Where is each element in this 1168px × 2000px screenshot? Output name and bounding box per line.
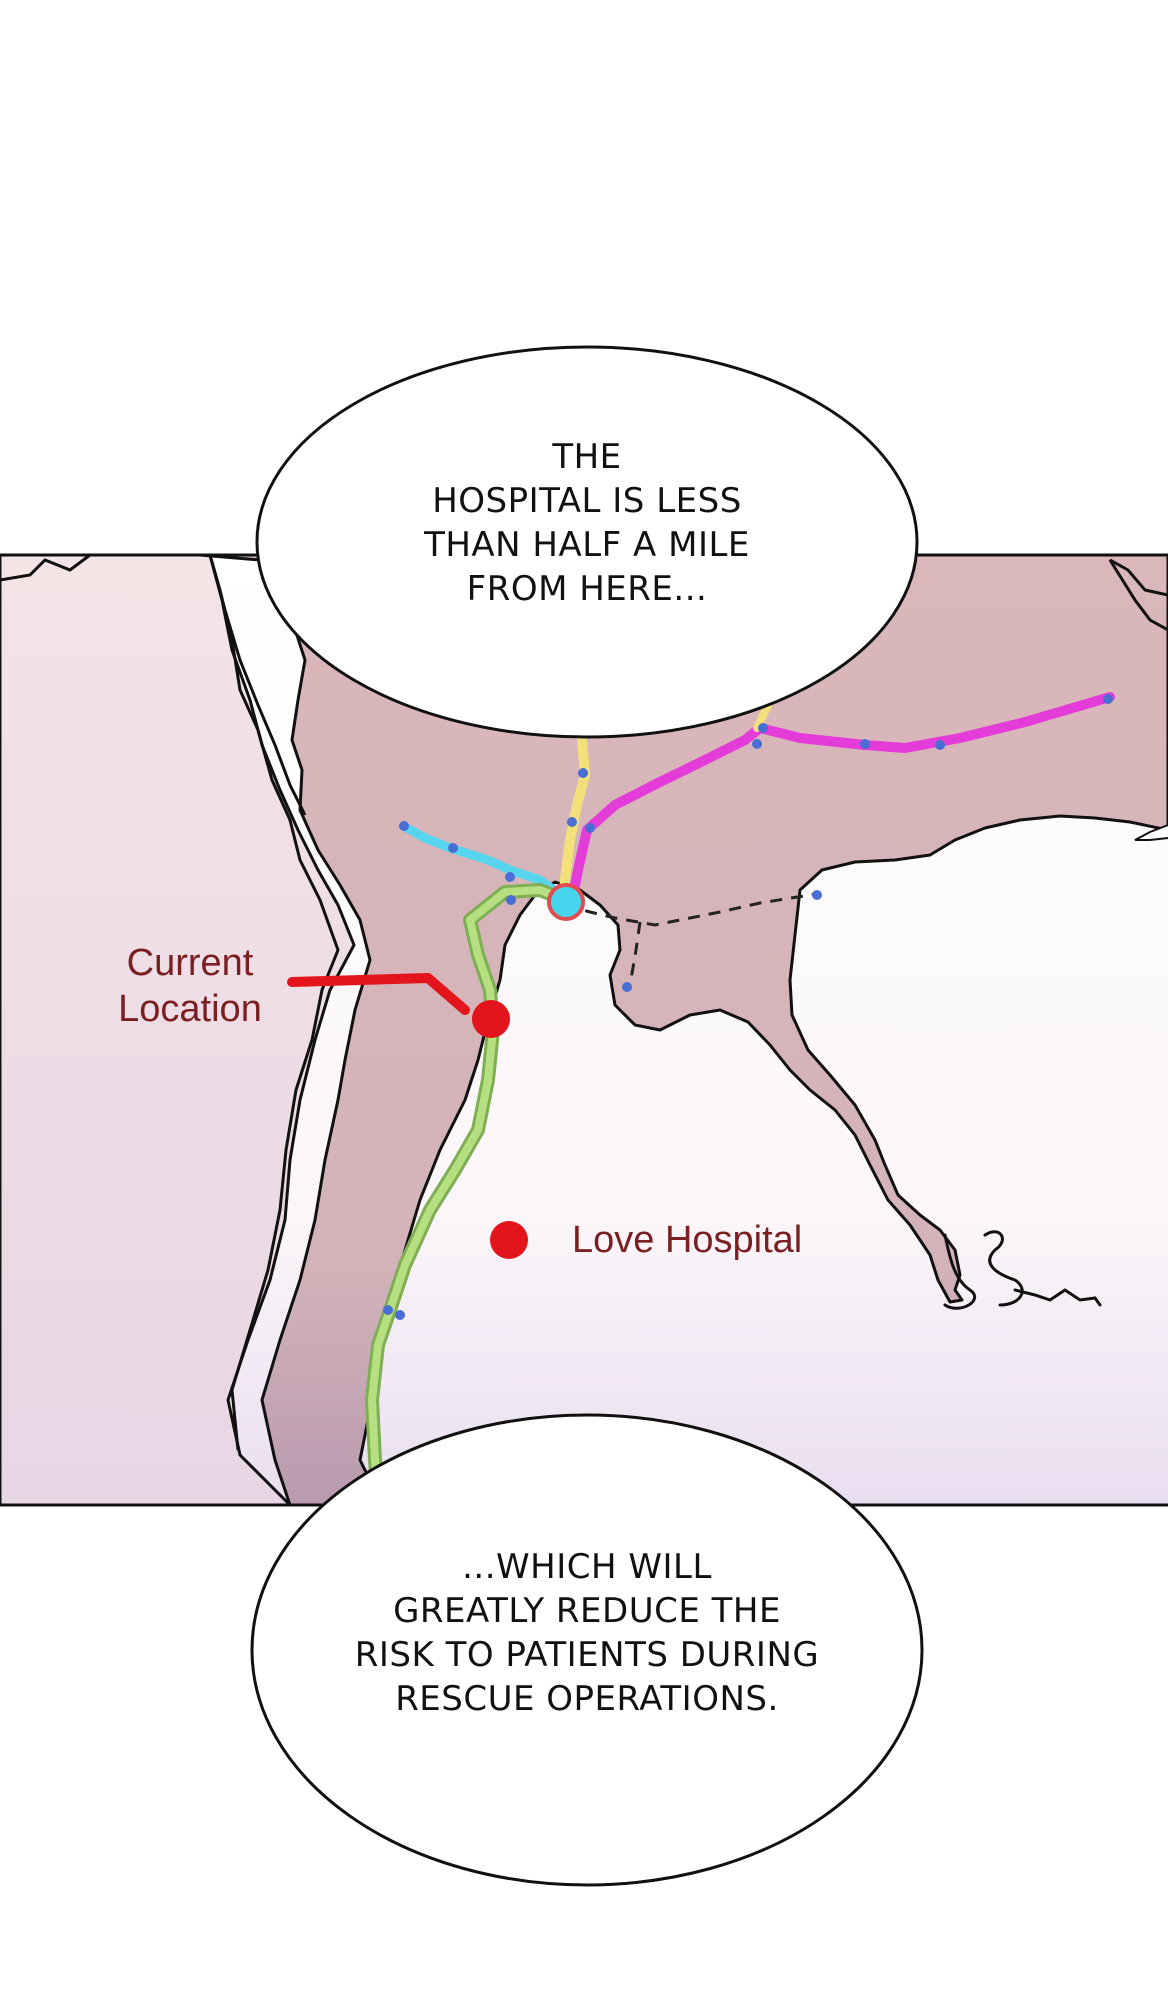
route-stops [383,694,1113,1320]
bottom-speech-bubble [250,1413,924,1887]
route-yellow [558,695,590,905]
stop-dot [812,890,822,900]
dashed-border-line-2 [628,921,642,986]
route-cyan [400,822,570,903]
stop-dot [578,768,588,778]
stop-dot [505,872,515,882]
stop-dot [585,823,595,833]
interchange-marker[interactable] [547,883,585,921]
bottom-bubble-text: ...WHICH WILL GREATLY REDUCE THE RISK TO… [354,1547,820,1719]
main-landmass [198,553,1168,1507]
stop-dot [395,1310,405,1320]
dashed-border-line [564,891,821,927]
route-magenta-spur [753,701,772,732]
stop-dot [860,739,870,749]
stop-dot [383,1305,393,1315]
route-green [368,886,569,1509]
stop-dot [935,740,945,750]
top-speech-bubble [255,345,919,739]
stop-dot [567,817,577,827]
east-coastline [1108,558,1168,632]
hospital-label: Love Hospital [572,1219,803,1261]
hospital-marker[interactable] [490,1221,528,1259]
stop-dot [506,895,516,905]
stop-dot [758,723,768,733]
west-landmass [0,553,356,1507]
stop-dot [752,739,762,749]
current-location-marker[interactable] [472,1000,510,1038]
east-lake [1134,824,1168,841]
current-location-pointer [287,973,470,1015]
stop-dot [1103,694,1113,704]
west-coastline [208,554,340,1451]
stop-dot [399,821,409,831]
stop-dot [622,982,632,992]
west-coast-top [0,553,91,582]
current-location-label: Current Location [118,942,262,1030]
stop-dot [448,843,458,853]
top-bubble-text: THE HOSPITAL IS LESS THAN HALF A MILE FR… [424,437,750,609]
coast-islands [943,1230,1102,1310]
